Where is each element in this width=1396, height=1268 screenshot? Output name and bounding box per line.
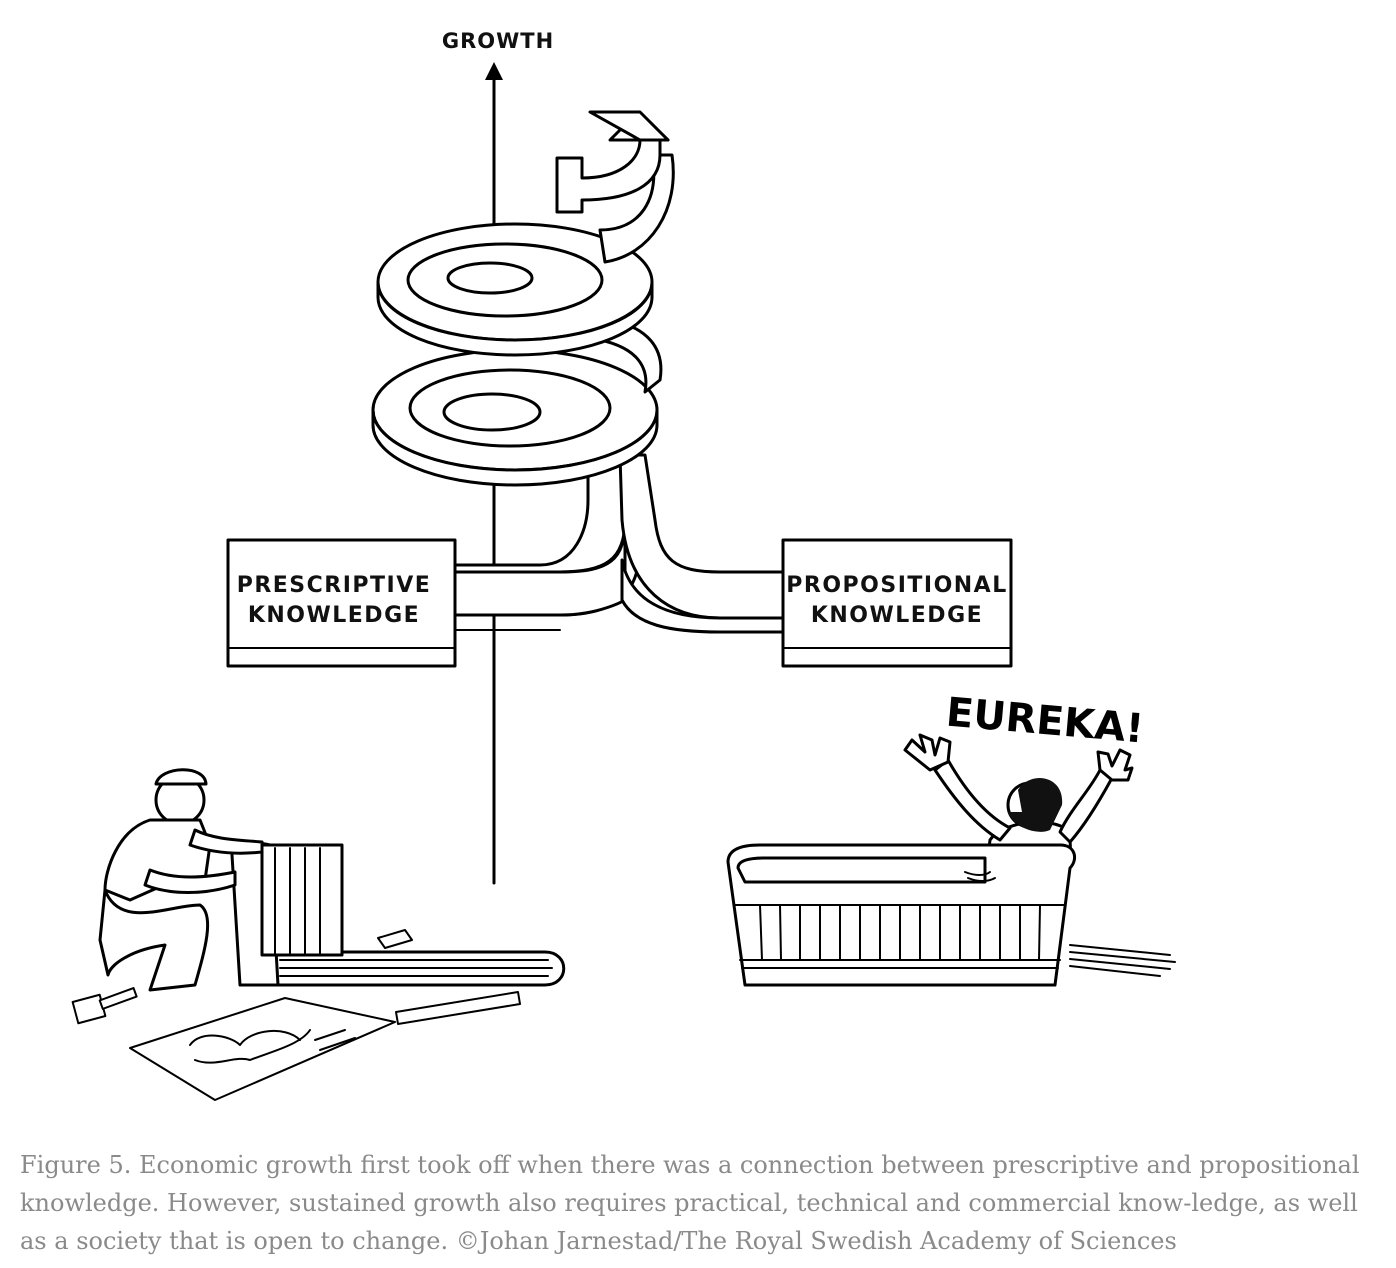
propositional-label-line1: PROPOSITIONAL [786,573,1007,598]
eureka-exclamation: EUREKA! [944,689,1145,752]
archimedes-bathtub-illustration [726,733,1176,987]
knowledge-branches [453,453,785,634]
growth-axis-label: GROWTH [442,29,554,53]
growth-spiral-arrow [371,110,675,487]
caption-line-1: Figure 5. Economic growth first took off… [20,1151,1360,1179]
figure-caption: Figure 5. Economic growth first took off… [20,1146,1386,1260]
prescriptive-label-line2: KNOWLEDGE [248,603,420,628]
propositional-knowledge-box [781,538,1013,668]
caption-line-3: as a society that is open to change. ©Jo… [20,1227,1177,1255]
growth-knowledge-illustration: GROWTH PRESCRIPTIVE KNOWLEDGE [71,29,1176,1101]
prescriptive-knowledge-box [226,538,457,668]
prescriptive-label-line1: PRESCRIPTIVE [237,573,432,598]
craftsman-illustration [71,768,566,1101]
propositional-label-line2: KNOWLEDGE [811,603,983,628]
caption-line-2: knowledge. However, sustained growth als… [20,1189,1358,1217]
